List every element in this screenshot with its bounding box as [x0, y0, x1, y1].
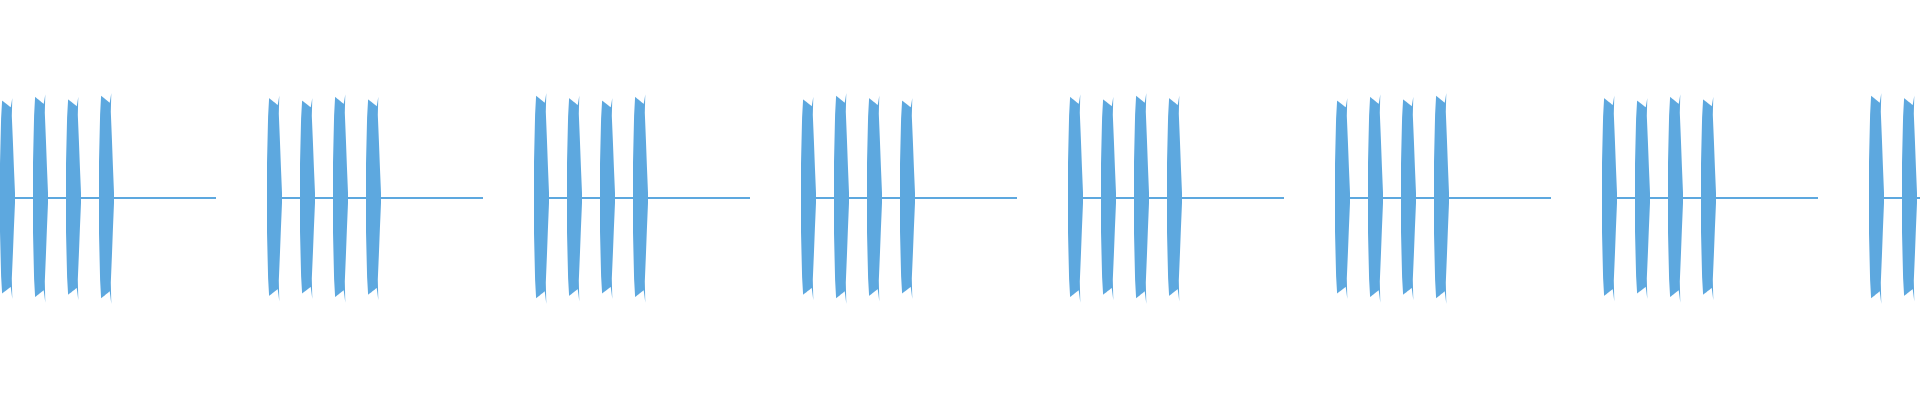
waveform-burst — [1635, 98, 1650, 299]
burst-group — [1869, 93, 1920, 304]
waveform-burst — [567, 95, 582, 302]
waveform-burst — [99, 93, 114, 304]
waveform-burst — [300, 98, 315, 299]
waveform-burst — [267, 95, 282, 302]
waveform-burst — [633, 94, 648, 303]
waveform-burst — [1902, 95, 1917, 302]
waveform-burst — [1134, 93, 1149, 304]
waveform-burst — [834, 93, 849, 304]
waveform-burst — [0, 98, 15, 299]
waveform-burst — [801, 96, 816, 301]
burst-group — [1602, 94, 1818, 303]
waveform-burst — [1167, 95, 1182, 302]
waveform-burst — [1401, 96, 1416, 301]
waveform-burst — [1335, 98, 1350, 299]
waveform-burst — [66, 96, 81, 301]
waveform-burst — [1101, 96, 1116, 301]
burst-group — [0, 93, 216, 304]
burst-group — [801, 93, 1017, 304]
burst-group — [1068, 93, 1284, 304]
waveform-burst — [1434, 93, 1449, 304]
waveform-burst — [1668, 94, 1683, 303]
waveform-burst — [366, 96, 381, 301]
waveform-burst — [534, 93, 549, 304]
burst-group — [267, 94, 483, 303]
waveform-burst — [33, 94, 48, 303]
waveform-burst — [1068, 94, 1083, 303]
burst-group — [1335, 93, 1551, 304]
waveform-burst — [333, 94, 348, 303]
waveform-burst — [1869, 93, 1884, 304]
waveform-burst — [900, 98, 915, 299]
waveform-burst — [1602, 95, 1617, 302]
waveform-burst — [600, 98, 615, 299]
waveform-burst — [1368, 94, 1383, 303]
burst-group — [534, 93, 750, 304]
waveform-burst — [1701, 96, 1716, 301]
waveform-burst — [867, 95, 882, 302]
